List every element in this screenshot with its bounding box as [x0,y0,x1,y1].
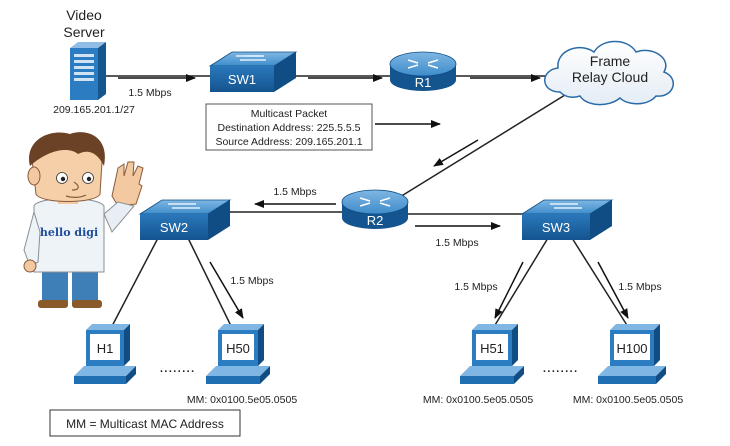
sw1-label: SW1 [228,72,256,87]
mascot-illustration: hello digi [23,132,144,308]
arrow-sw2-h50 [209,261,244,319]
switch-sw2: SW2 [138,199,232,240]
host-dots-right: ........ [542,359,578,376]
legend-text: MM = Multicast MAC Address [66,417,224,431]
link-cloud-r2 [394,94,566,201]
rate-sw3-h51: 1.5 Mbps [454,281,497,293]
arrow-cloud-r2 [433,139,479,167]
switch-arrows-icon [168,203,200,209]
cloud-line1: Frame [590,53,631,69]
packet-title: Multicast Packet [251,108,328,120]
router-arrows-icon [407,59,439,69]
router-r2: R2 [341,189,409,229]
h100-mac: MM: 0x0100.5e05.0505 [573,394,683,406]
r1-label: R1 [415,75,432,90]
h100-label: H100 [616,341,647,356]
mascot-shirt-text: hello digi [40,226,98,239]
h50-mac: MM: 0x0100.5e05.0505 [187,394,297,406]
packet-source: Source Address: 209.165.201.1 [215,136,362,148]
switch-sw3: SW3 [520,199,614,240]
r2-label: R2 [367,213,384,228]
packet-destination: Destination Address: 225.5.5.5 [217,122,360,134]
rate-r2-sw3: 1.5 Mbps [435,237,478,249]
rate-server-sw1: 1.5 Mbps [128,87,171,99]
legend-box: MM = Multicast MAC Address [49,409,241,437]
server-ip: 209.165.201.1/27 [53,104,135,116]
workstation-icon [460,324,524,384]
rate-sw2-h50: 1.5 Mbps [230,275,273,287]
switch-arrows-icon [550,203,582,209]
server-title-line1: Video [66,7,102,23]
host-h50: H50 [206,324,270,384]
h50-label: H50 [226,341,250,356]
workstation-icon [598,324,666,384]
multicast-packet-box: Multicast Packet Destination Address: 22… [205,103,373,151]
switch-arrows-icon [236,55,266,61]
sw3-label: SW3 [542,220,570,235]
workstation-icon [206,324,270,384]
link-sw2-h50 [187,237,234,331]
frame-relay-cloud: Frame Relay Cloud [544,40,674,106]
h51-label: H51 [480,341,504,356]
server-title-line2: Server [63,24,105,40]
link-sw3-h51 [491,237,549,331]
rate-sw3-h100: 1.5 Mbps [618,281,661,293]
router-arrows-icon [359,197,391,207]
host-h51: H51 [460,324,524,384]
video-server: Video Server 209.165.201.1/27 [53,7,135,116]
sw2-label: SW2 [160,220,188,235]
host-dots-left: ........ [159,359,195,376]
cloud-line2: Relay Cloud [572,69,648,85]
router-r1: R1 [389,51,457,91]
rate-r2-sw2: 1.5 Mbps [273,186,316,198]
switch-sw1: SW1 [208,51,298,92]
link-sw2-h1 [109,237,159,331]
h1-label: H1 [97,341,114,356]
arrow-sw3-h100 [597,261,629,319]
arrow-sw3-h51 [494,261,524,319]
workstation-icon [74,324,136,384]
flow-arrows [118,74,629,319]
host-h100: H100 [598,324,666,384]
h51-mac: MM: 0x0100.5e05.0505 [423,394,533,406]
host-h1: H1 [74,324,136,384]
server-icon [70,42,106,100]
